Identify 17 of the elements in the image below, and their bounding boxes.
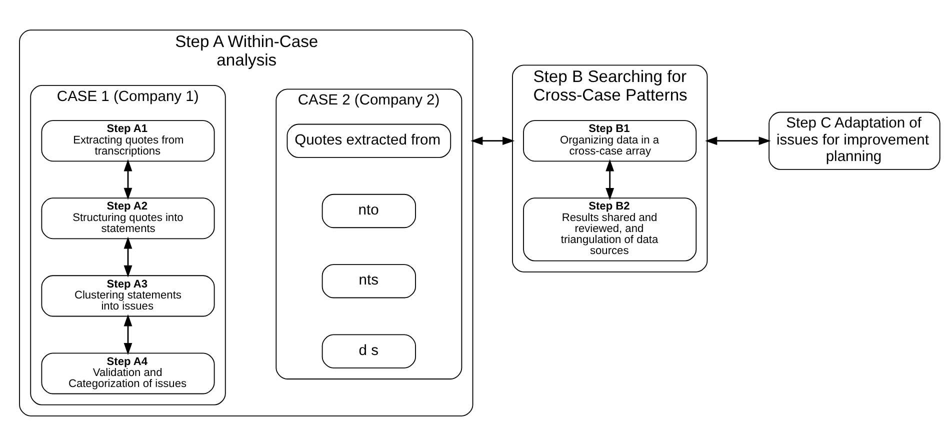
node-box: Step A1 Extracting quotes from transcriptions [41, 120, 215, 162]
node-box: d s [322, 334, 416, 368]
node-box: Step A3 Clustering statements into issues [41, 275, 215, 317]
node-box: Step A2 Structuring quotes into statements [41, 198, 215, 240]
arrow [124, 236, 132, 278]
node-box: nto [322, 194, 416, 228]
node-box: Quotes extracted from [286, 124, 452, 158]
arrow [124, 314, 132, 355]
arrow [470, 136, 515, 146]
node-box: Step A4 Validation and Categorization of issues [41, 352, 215, 394]
arrow [606, 159, 614, 200]
node-box: nts [322, 264, 416, 298]
arrow [705, 136, 771, 146]
node-box: Step C Adaptation of issues for improvement planning [768, 112, 940, 170]
node-box: Step B1 Organizing data in a cross-case array [523, 120, 697, 162]
node-box: Step B2 Results shared and reviewed, and triangulation of data sources [523, 198, 697, 262]
arrow [124, 159, 132, 200]
